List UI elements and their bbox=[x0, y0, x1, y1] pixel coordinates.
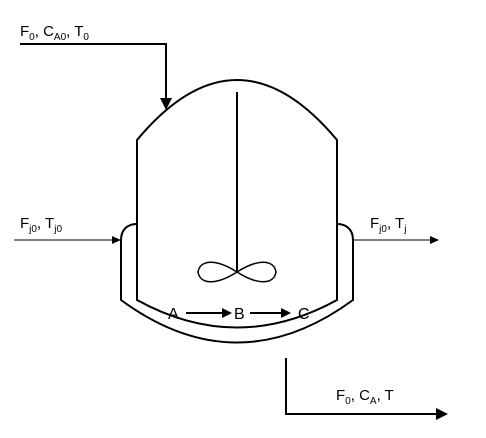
species-c: C bbox=[298, 306, 310, 323]
species-b: B bbox=[234, 306, 245, 323]
feed-label: F0, CA0, T0 bbox=[20, 23, 89, 43]
reaction-arrowhead-bc bbox=[281, 308, 291, 318]
feed-arrowhead bbox=[160, 98, 172, 110]
product-label: F0, CA, T bbox=[336, 387, 394, 407]
jacket-inlet-label: Fj0, Tj0 bbox=[20, 215, 62, 235]
reaction-arrowhead-ab bbox=[222, 308, 232, 318]
product-outlet-arrowhead bbox=[436, 408, 448, 420]
species-a: A bbox=[168, 306, 179, 323]
reactor-vessel bbox=[136, 79, 338, 329]
feed-line bbox=[20, 43, 167, 100]
jacket-outlet-arrowhead bbox=[430, 236, 439, 244]
jacket-outlet-label: Fj0, Tj bbox=[370, 215, 406, 235]
impeller-blades bbox=[197, 261, 277, 283]
cooling-jacket bbox=[120, 223, 354, 344]
jacket-inlet-arrowhead bbox=[112, 236, 121, 244]
product-outlet-line bbox=[285, 358, 438, 415]
